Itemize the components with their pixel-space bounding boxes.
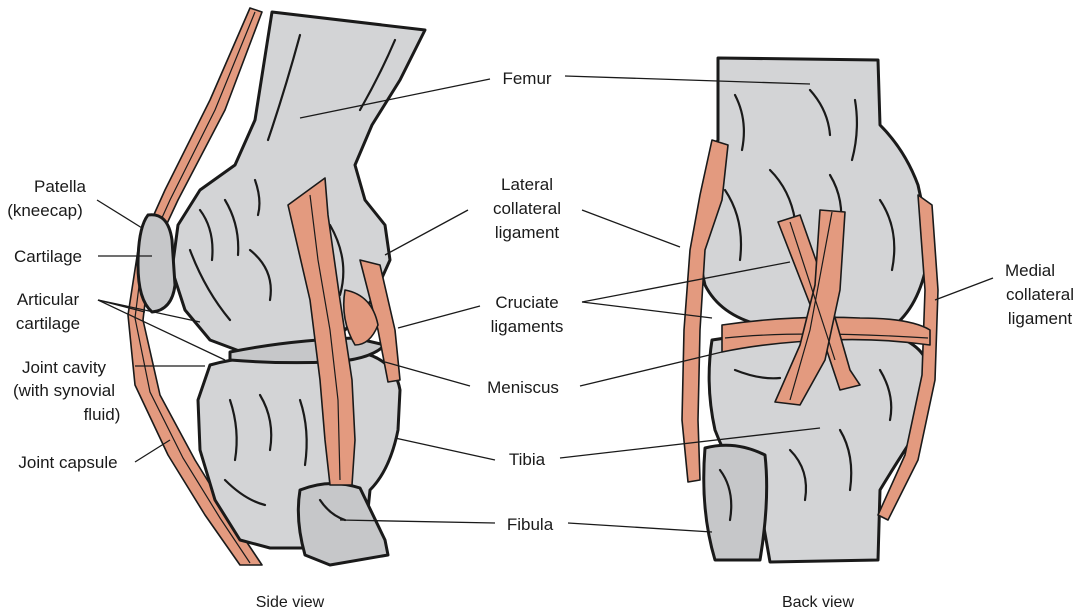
label-femur: Femur	[502, 69, 551, 88]
label-lateral-collateral-line2: collateral	[493, 199, 561, 218]
caption-side-view: Side view	[256, 594, 325, 611]
back-medial-collateral-ligament	[877, 194, 939, 521]
label-joint-capsule: Joint capsule	[18, 453, 117, 472]
label-medial-collateral-line2: collateral	[1006, 285, 1074, 304]
label-lateral-collateral-line1: Lateral	[501, 175, 553, 194]
labels: Femur Patella (kneecap) Cartilage Articu…	[7, 69, 1074, 611]
side-patella-bone	[136, 213, 177, 314]
label-cartilage: Cartilage	[14, 247, 82, 266]
leader-lines	[96, 75, 994, 533]
caption-back-view: Back view	[782, 594, 854, 611]
label-medial-collateral-line3: ligament	[1008, 309, 1073, 328]
label-articular-line1: Articular	[17, 290, 80, 309]
back-fibula-bone	[702, 443, 769, 562]
back-view-illustration	[681, 56, 939, 564]
label-cruciate-line2: ligaments	[491, 317, 564, 336]
label-patella-line2: (kneecap)	[7, 201, 83, 220]
back-cruciate-ligament-b	[774, 209, 846, 406]
label-cruciate-line1: Cruciate	[495, 293, 558, 312]
back-lateral-collateral-ligament	[681, 139, 729, 483]
label-fibula: Fibula	[507, 515, 554, 534]
label-joint-cavity-line3: fluid)	[84, 405, 121, 424]
label-articular-line2: cartilage	[16, 314, 80, 333]
side-view-illustration	[127, 7, 427, 567]
label-medial-collateral-line1: Medial	[1005, 261, 1055, 280]
label-joint-cavity-line1: Joint cavity	[22, 358, 107, 377]
label-patella-line1: Patella	[34, 177, 87, 196]
label-tibia: Tibia	[509, 450, 546, 469]
side-fibula-bone	[296, 482, 390, 567]
label-joint-cavity-line2: (with synovial	[13, 381, 115, 400]
label-lateral-collateral-line3: ligament	[495, 223, 560, 242]
label-meniscus: Meniscus	[487, 378, 559, 397]
